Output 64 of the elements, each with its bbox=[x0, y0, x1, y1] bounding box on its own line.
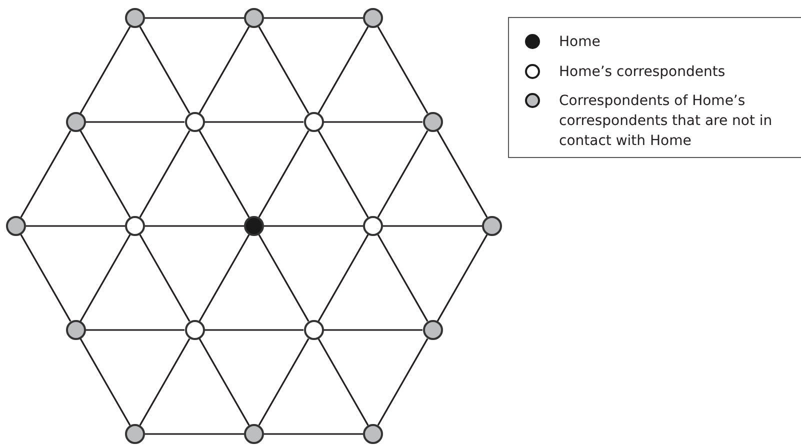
connector-line bbox=[86, 329, 184, 331]
node-circle bbox=[422, 112, 442, 132]
node-circle bbox=[66, 112, 86, 132]
connector-line bbox=[80, 234, 131, 322]
node-circle bbox=[125, 8, 145, 28]
connector-line bbox=[264, 225, 363, 227]
connector-line bbox=[198, 338, 250, 426]
connector-line bbox=[139, 234, 190, 322]
connector-line bbox=[264, 17, 363, 19]
connector-line bbox=[318, 26, 369, 114]
connector-line bbox=[258, 234, 310, 322]
connector-line bbox=[204, 121, 304, 123]
connector-line bbox=[139, 130, 190, 218]
legend-label: Home bbox=[559, 33, 602, 52]
node-circle bbox=[363, 424, 383, 444]
connector-line bbox=[377, 130, 428, 218]
connector-line bbox=[20, 130, 72, 218]
connector-line bbox=[318, 234, 369, 322]
node-circle bbox=[244, 216, 264, 236]
connector-line bbox=[26, 225, 125, 227]
connector-line bbox=[145, 17, 244, 19]
connector-line bbox=[377, 338, 428, 426]
connector-line bbox=[436, 130, 488, 218]
connector-line bbox=[318, 130, 369, 218]
node-circle bbox=[66, 320, 86, 340]
connector-line bbox=[80, 26, 131, 114]
node-circle bbox=[422, 320, 442, 340]
connector-line bbox=[258, 26, 310, 114]
legend-label: Correspondents of Home’s correspondents that are not in contact with Home bbox=[559, 92, 774, 151]
connector-line bbox=[80, 130, 131, 218]
connector-line bbox=[198, 130, 250, 218]
connector-line bbox=[198, 234, 250, 322]
connector-line bbox=[145, 225, 244, 227]
node-circle bbox=[363, 8, 383, 28]
node-circle bbox=[304, 112, 324, 132]
connector-line bbox=[258, 130, 310, 218]
connector-line bbox=[145, 433, 244, 435]
node-circle bbox=[184, 112, 204, 132]
node-circle bbox=[184, 320, 204, 340]
connector-line bbox=[264, 433, 363, 435]
connector-line bbox=[383, 225, 482, 227]
connector-line bbox=[318, 338, 369, 426]
connector-line bbox=[139, 338, 190, 426]
connector-line bbox=[204, 329, 304, 331]
node-circle bbox=[6, 216, 26, 236]
connector-line bbox=[80, 338, 131, 426]
node-circle bbox=[125, 216, 145, 236]
node-circle bbox=[125, 424, 145, 444]
connector-line bbox=[436, 234, 488, 322]
connector-line bbox=[377, 234, 428, 322]
connector-line bbox=[324, 329, 422, 331]
connector-line bbox=[377, 26, 428, 114]
node-circle bbox=[482, 216, 502, 236]
node-circle bbox=[244, 8, 264, 28]
node-circle bbox=[363, 216, 383, 236]
connector-line bbox=[20, 234, 72, 322]
node-circle bbox=[244, 424, 264, 444]
connector-line bbox=[139, 26, 190, 114]
connector-line bbox=[324, 121, 422, 123]
connector-line bbox=[258, 338, 310, 426]
legend-label: Home’s correspondents bbox=[559, 63, 726, 82]
connector-line bbox=[198, 26, 250, 114]
connector-line bbox=[86, 121, 184, 123]
node-circle bbox=[304, 320, 324, 340]
